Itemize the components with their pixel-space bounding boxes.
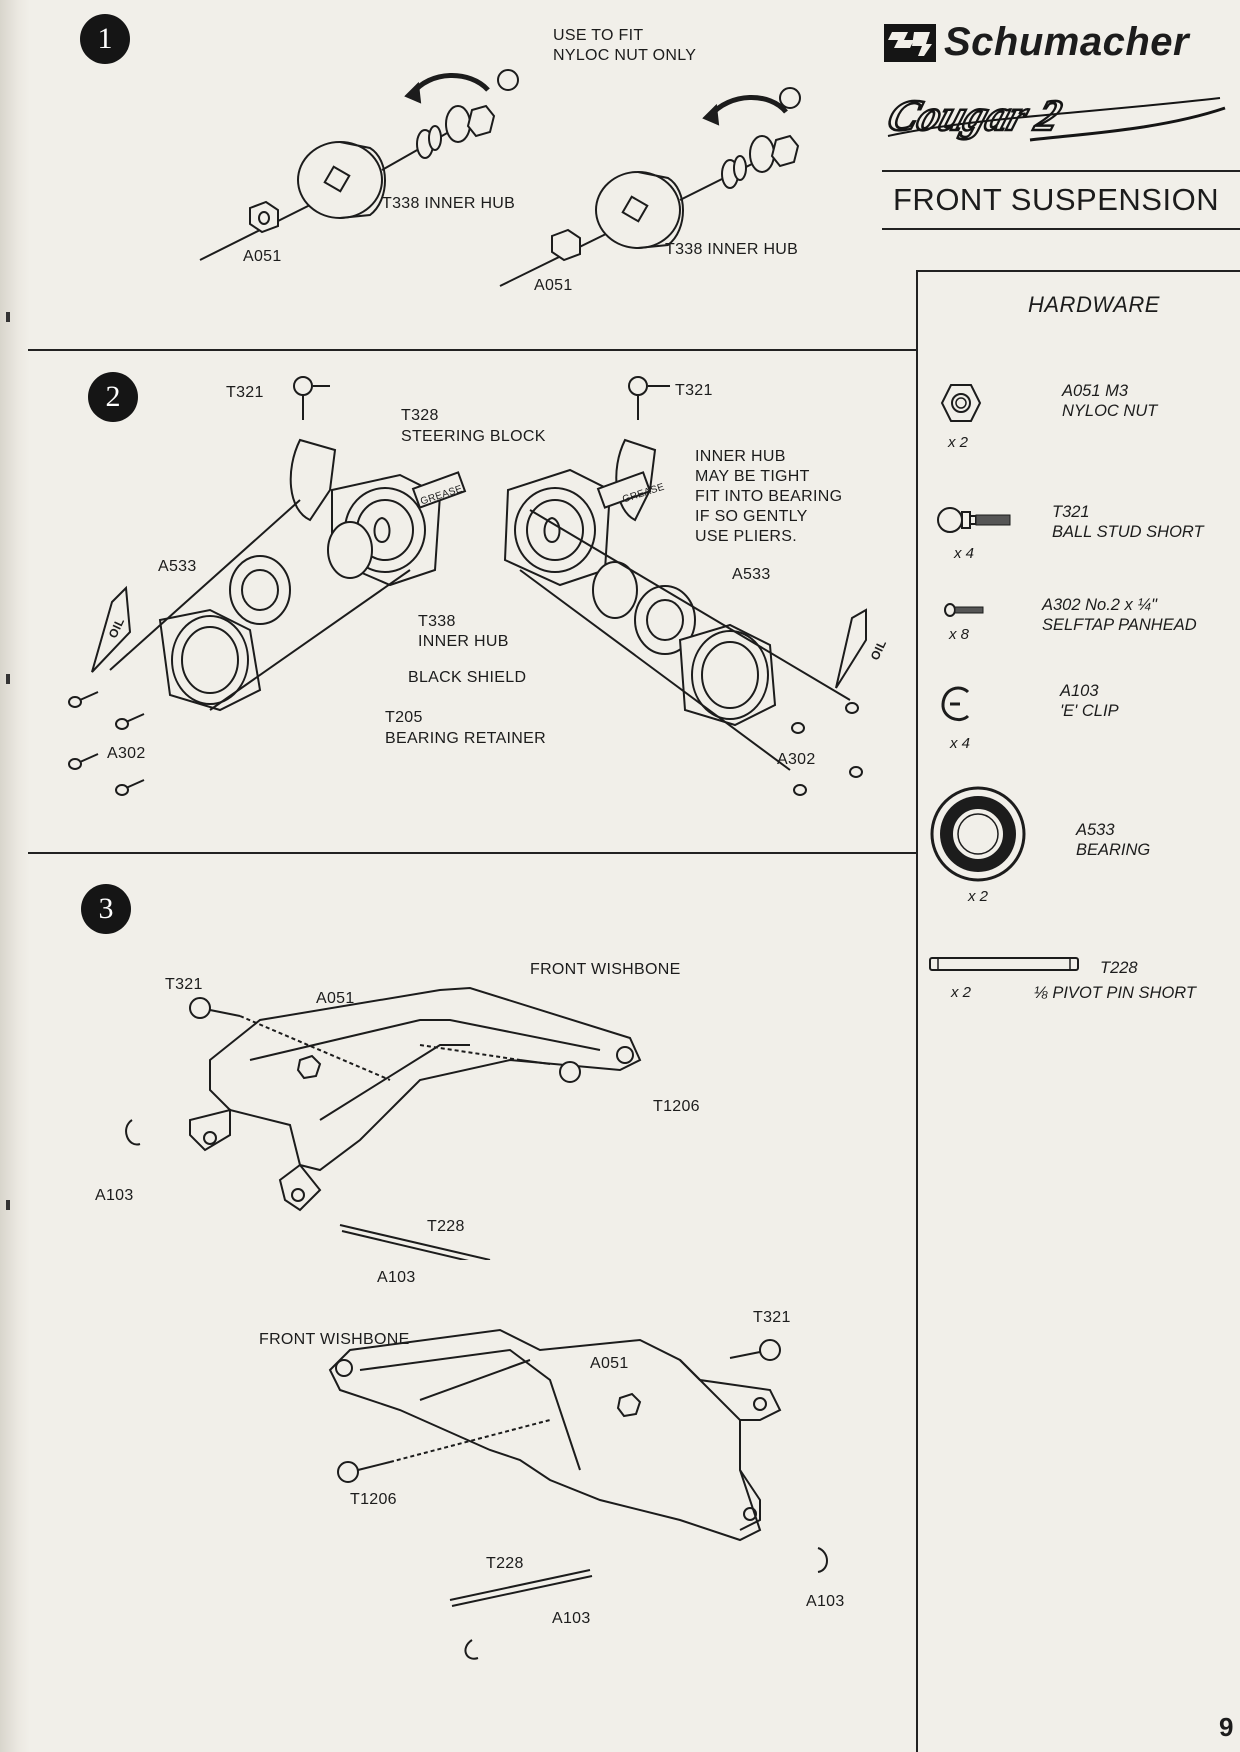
hardware-qty-1: x 2 [948, 434, 969, 451]
hardware-qty-4: x 4 [950, 735, 971, 752]
step1-right-nut-label: A051 [534, 277, 573, 294]
hardware-name-3a: A302 No.2 x ¼" [1042, 596, 1158, 614]
step3-upper-wishbone [120, 960, 680, 1260]
brand-name: Schumacher [944, 20, 1190, 64]
step2-retainer-code: T205 [385, 709, 423, 726]
hardware-name-6b: ⅛ PIVOT PIN SHORT [1034, 984, 1196, 1002]
step-divider [28, 852, 916, 854]
step2-bearing-left-label: A533 [158, 558, 197, 575]
step-badge-1: 1 [80, 14, 130, 64]
step2-note-line1: INNER HUB [695, 448, 786, 465]
brand-mark-icon [884, 24, 936, 62]
hardware-panel-border [916, 270, 1240, 272]
step2-screw-right-label: A302 [777, 751, 816, 768]
pivot-pin-icon [929, 957, 1079, 971]
hardware-title: HARDWARE [1028, 292, 1160, 317]
hardware-name-3b: SELFTAP PANHEAD [1042, 616, 1197, 634]
hardware-name-1a: A051 M3 [1062, 382, 1129, 400]
title-rule-top [882, 170, 1240, 172]
step2-note-line4: IF SO GENTLY [695, 508, 808, 525]
hardware-name-1b: NYLOC NUT [1062, 402, 1158, 420]
hardware-name-2b: BALL STUD SHORT [1052, 523, 1204, 541]
step2-screw-left-label: A302 [107, 745, 146, 762]
step-badge-2: 2 [88, 372, 138, 422]
title-rule-bottom [882, 228, 1240, 230]
page-number: 9 [1219, 1712, 1234, 1742]
hardware-qty-3: x 8 [949, 626, 970, 643]
step3-upper-pin-label: T228 [427, 1218, 465, 1235]
hardware-name-5b: BEARING [1076, 841, 1151, 859]
step1-left-nut-label: A051 [243, 248, 282, 265]
screw-icon [944, 603, 984, 617]
step3-upper-nut-label: A051 [316, 990, 355, 1007]
model-logo: Cougar 2 [881, 90, 1226, 142]
page-binding-edge [0, 0, 30, 1752]
step1-inner-hub-assembly [190, 50, 830, 300]
step2-inner-hub-name: INNER HUB [418, 633, 509, 650]
hardware-name-4b: 'E' CLIP [1060, 702, 1119, 720]
step3-lower-wishbone [320, 1300, 880, 1660]
step3-upper-ball-label: T321 [165, 976, 203, 993]
step2-bearing-right-label: A533 [732, 566, 771, 583]
step2-note-line3: FIT INTO BEARING [695, 488, 843, 505]
step2-black-shield-label: BLACK SHIELD [408, 669, 527, 686]
step1-note-line2: NYLOC NUT ONLY [553, 47, 697, 64]
hardware-name-5a: A533 [1076, 821, 1115, 839]
step3-upper-clip-left-label: A103 [95, 1187, 134, 1204]
step3-lower-clip-bottom-label: A103 [552, 1610, 591, 1627]
step2-inner-hub-code: T338 [418, 613, 456, 630]
hardware-qty-5: x 2 [968, 888, 989, 905]
step3-lower-stud-label: T1206 [350, 1491, 397, 1508]
step2-steering-block-name: STEERING BLOCK [401, 428, 546, 445]
hardware-name-2a: T321 [1052, 503, 1090, 521]
punch-hole [6, 674, 10, 684]
step1-note-line1: USE TO FIT [553, 27, 644, 44]
step3-upper-clip-bottom-label: A103 [377, 1269, 416, 1286]
step3-lower-nut-label: A051 [590, 1355, 629, 1372]
step3-lower-ball-label: T321 [753, 1309, 791, 1326]
step-badge-3: 3 [81, 884, 131, 934]
step3-lower-pin-label: T228 [486, 1555, 524, 1572]
hardware-panel-border [916, 270, 918, 1752]
step2-ball-right-label: T321 [675, 382, 713, 399]
step2-note-line2: MAY BE TIGHT [695, 468, 810, 485]
step2-note-line5: USE PLIERS. [695, 528, 798, 545]
step1-right-hub-label: T338 INNER HUB [665, 241, 799, 258]
punch-hole [6, 312, 10, 322]
bearing-icon [930, 786, 1026, 882]
step2-retainer-name: BEARING RETAINER [385, 730, 546, 747]
punch-hole [6, 1200, 10, 1210]
e-clip-icon [941, 686, 970, 721]
hardware-name-4a: A103 [1060, 682, 1099, 700]
step3-lower-clip-right-label: A103 [806, 1593, 845, 1610]
section-title: FRONT SUSPENSION [893, 182, 1220, 217]
step3-upper-title: FRONT WISHBONE [530, 961, 681, 978]
step-divider [28, 349, 916, 351]
hex-nut-icon [940, 384, 982, 422]
hardware-name-6a: T228 [1100, 959, 1138, 977]
hardware-qty-2: x 4 [954, 545, 975, 562]
step1-left-hub-label: T338 INNER HUB [382, 195, 516, 212]
step2-steering-block-assembly [60, 370, 890, 820]
brand-logo: Schumacher [884, 20, 1240, 64]
step2-steering-block-code: T328 [401, 407, 439, 424]
step3-lower-title: FRONT WISHBONE [259, 1331, 410, 1348]
step3-upper-stud-label: T1206 [653, 1098, 700, 1115]
hardware-qty-6: x 2 [951, 984, 972, 1001]
ball-stud-icon [937, 507, 1011, 533]
step2-ball-left-label: T321 [226, 384, 264, 401]
